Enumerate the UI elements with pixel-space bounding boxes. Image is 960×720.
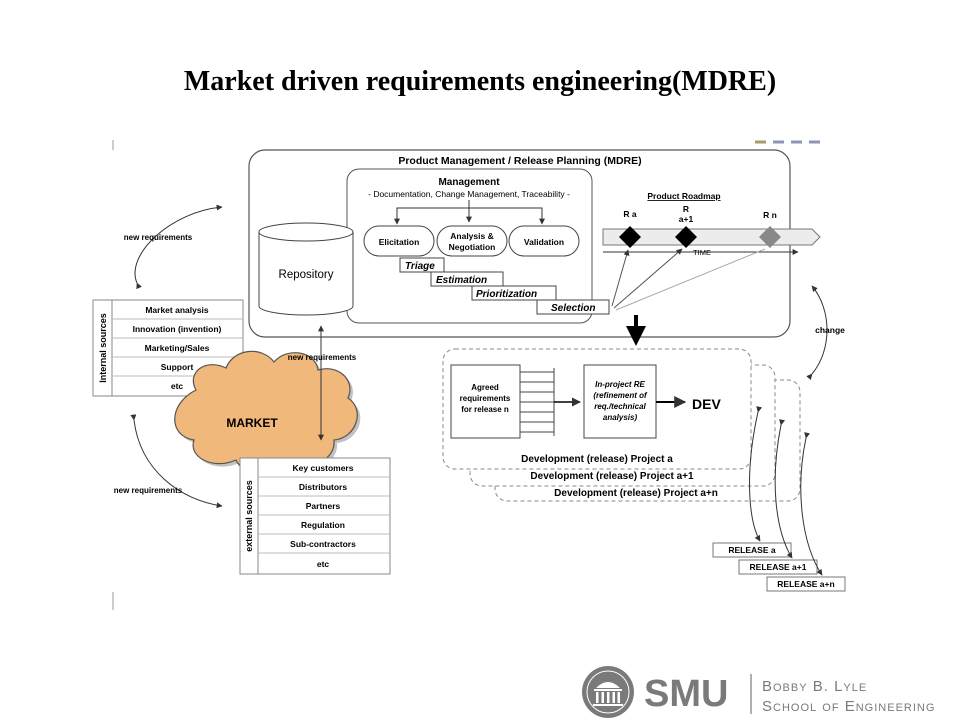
internal-item-0: Market analysis	[145, 305, 209, 315]
external-item-5: etc	[317, 559, 330, 569]
roadmap-rn: R n	[763, 210, 777, 220]
release-an-box	[766, 576, 846, 592]
prioritization-step	[471, 285, 557, 301]
roadmap-ra: R a	[623, 209, 637, 219]
release-an-label: RELEASE a+n	[777, 579, 834, 589]
external-item-2: Partners	[306, 501, 341, 511]
release-a1-diamond	[675, 226, 697, 248]
logo-line-1: Bobby B. Lyle	[762, 678, 867, 695]
elicitation-label: Elicitation	[379, 237, 420, 247]
external-item-4: Sub-contractors	[290, 539, 356, 549]
external-item-1: Distributors	[299, 482, 347, 492]
roadmap-title: Product Roadmap	[647, 191, 720, 201]
in-project-re-box	[583, 364, 657, 439]
analysis-label-1: Analysis &	[450, 231, 493, 241]
change-label: change	[815, 325, 845, 335]
estimation-label: Estimation	[436, 275, 487, 286]
change-arrow	[806, 285, 828, 381]
estimation-step	[430, 271, 504, 287]
smu-logo: SMU Bobby B. Lyle School of Engineering	[582, 666, 935, 718]
dev-project-a1-label: Development (release) Project a+1	[530, 471, 694, 482]
internal-item-1: Innovation (invention)	[133, 324, 222, 334]
validation-pill	[508, 225, 580, 257]
analysis-pill	[436, 225, 508, 257]
internal-item-2: Marketing/Sales	[145, 343, 210, 353]
inproject-line-1: In-project RE	[595, 380, 645, 389]
external-item-0: Key customers	[293, 463, 354, 473]
inproject-line-2: (refinement of	[593, 391, 648, 400]
management-title: Management	[438, 177, 500, 188]
new-req-top-label: new requirements	[124, 233, 193, 242]
smu-wordmark: SMU	[644, 673, 728, 715]
selection-label: Selection	[551, 303, 595, 314]
internal-sources-label: Internal sources	[98, 313, 108, 383]
new-req-bottom-arrow	[130, 414, 223, 509]
market-label: MARKET	[226, 416, 278, 430]
selection-step	[536, 299, 610, 315]
external-sources-label: external sources	[244, 480, 254, 552]
release-a-label: RELEASE a	[728, 545, 776, 555]
dallas-hall-seal-icon	[582, 666, 634, 718]
inproject-line-4: analysis)	[603, 413, 638, 422]
elicitation-pill	[363, 225, 435, 257]
new-req-mid-label: new requirements	[288, 353, 357, 362]
new-req-bottom-label: new requirements	[114, 486, 183, 495]
release-a-diamond	[619, 226, 641, 248]
release-a1-label: RELEASE a+1	[750, 562, 807, 572]
external-item-3: Regulation	[301, 520, 345, 530]
release-n-diamond	[759, 226, 781, 248]
slide-title: Market driven requirements engineering(M…	[183, 66, 777, 97]
dev-project-a-label: Development (release) Project a	[521, 454, 673, 465]
dev-label: DEV	[692, 396, 721, 412]
time-label: TIME	[693, 248, 711, 257]
roadmap-ra1-top: R	[683, 204, 689, 214]
logo-line-2: School of Engineering	[762, 698, 935, 715]
prioritization-label: Prioritization	[476, 289, 537, 300]
analysis-label-2: Negotiation	[449, 242, 496, 252]
dev-project-an-label: Development (release) Project a+n	[554, 488, 718, 499]
repository-label: Repository	[279, 269, 334, 281]
external-sources-table	[239, 457, 391, 575]
repository-cylinder	[258, 222, 354, 316]
agreed-line-2: requirements	[460, 394, 511, 403]
internal-item-3: Support	[161, 362, 194, 372]
management-subtitle: - Documentation, Change Management, Trac…	[368, 189, 570, 199]
agreed-line-3: for release n	[461, 405, 509, 414]
triage-step	[399, 257, 445, 273]
requirement-lines	[520, 368, 555, 436]
roadmap-ra1-bottom: a+1	[679, 214, 694, 224]
new-req-top-arrow	[134, 204, 223, 290]
agreed-line-1: Agreed	[471, 383, 499, 392]
triage-label: Triage	[405, 261, 435, 272]
agreed-requirements-box	[450, 364, 521, 439]
validation-label: Validation	[524, 237, 564, 247]
product-management-title: Product Management / Release Planning (M…	[398, 155, 641, 167]
internal-item-4: etc	[171, 381, 184, 391]
inproject-line-3: req./technical	[594, 402, 646, 411]
